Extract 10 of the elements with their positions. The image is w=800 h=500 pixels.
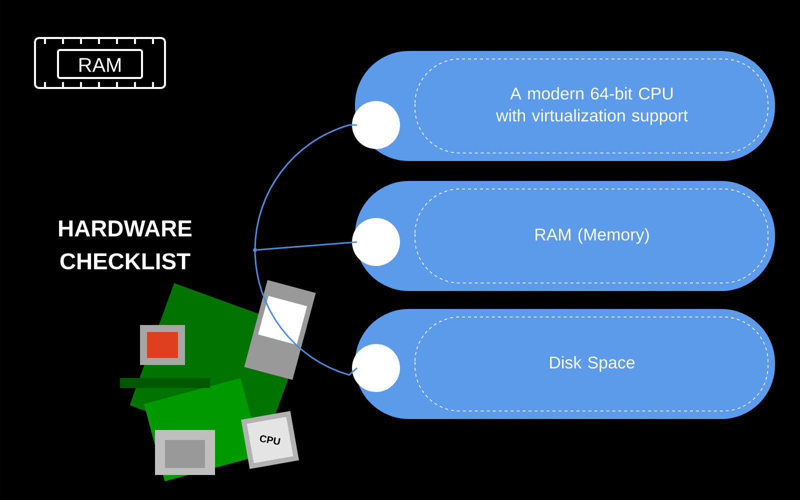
- pill-box: Disk Space: [355, 309, 775, 419]
- pill-box: A modern 64-bit CPU with virtualization support: [355, 51, 775, 161]
- connector-line: [254, 250, 358, 376]
- label: RAM: [80, 58, 120, 72]
- title: HARDWARE CHECKLIST: [59, 220, 192, 270]
- connector-line: [257, 241, 358, 251]
- connector-line: [254, 124, 357, 250]
- pill-box: RAM (Memory): [355, 181, 775, 291]
- label: CPU: [260, 435, 280, 445]
- hub-point: [253, 248, 257, 252]
